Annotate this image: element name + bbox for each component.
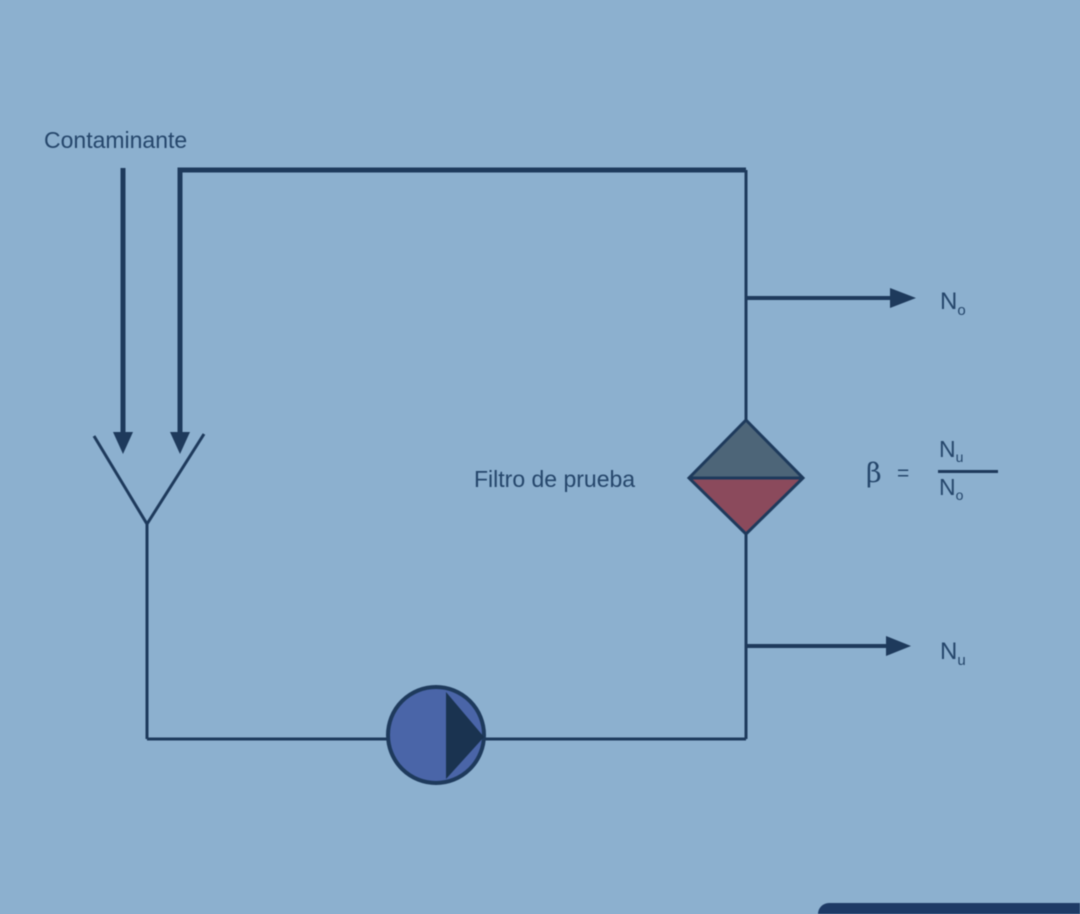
denominator-sub: o: [955, 487, 964, 503]
return-line-arrow: [170, 167, 746, 454]
downstream-count-label: Nu: [940, 638, 966, 669]
bottom-loop-line: [147, 532, 748, 741]
numerator-sub: u: [955, 449, 964, 465]
downstream-count-sub: u: [957, 652, 966, 669]
corner-tab[interactable]: [818, 903, 1080, 914]
numerator-base: N: [939, 436, 956, 462]
mixing-funnel: [92, 433, 206, 739]
downstream-count-base: N: [940, 638, 958, 665]
contaminant-label: Contaminante: [44, 127, 188, 153]
denominator-base: N: [939, 474, 956, 500]
upstream-count-label: No: [940, 288, 966, 319]
beta-ratio-formula: β = Nu No: [866, 436, 1006, 520]
test-filter-label: Filtro de prueba: [474, 466, 636, 492]
pump-icon: [386, 685, 486, 785]
formula-denominator: No: [939, 474, 964, 503]
formula-numerator: Nu: [939, 436, 964, 465]
fraction-bar: [938, 470, 998, 473]
test-filter-icon: [686, 417, 806, 537]
upstream-count-sub: o: [957, 302, 966, 319]
upstream-count-base: N: [940, 288, 958, 315]
upstream-sample-arrow: [746, 288, 916, 308]
equals-sign: =: [897, 462, 910, 485]
contaminant-inlet-arrow: [113, 168, 133, 454]
beta-symbol: β: [866, 458, 882, 489]
downstream-sample-arrow: [746, 636, 911, 656]
